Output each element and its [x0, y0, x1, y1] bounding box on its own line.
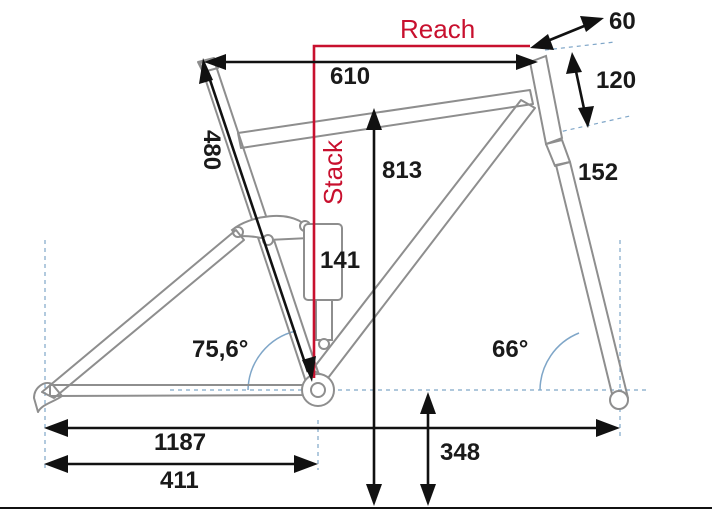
shock-mount: [318, 338, 330, 350]
stack-label: Stack: [318, 139, 348, 205]
dimension-lines: [44, 16, 620, 506]
seat-post-clamp: [197, 57, 219, 73]
headtube-bottom-guide: [554, 115, 631, 134]
wheelbase-value: 1187: [154, 429, 206, 456]
bb-height-dim-arrow-bottom: [420, 484, 436, 506]
chainstay-value: 411: [160, 467, 199, 494]
stem-dim-arrow-right: [580, 16, 604, 32]
seat-tube-value: 480: [198, 130, 225, 170]
front-dropout: [609, 390, 629, 410]
head-angle-arc: [539, 332, 580, 391]
chainstay-dim-arrow-right: [294, 455, 318, 473]
top-tube-value: 610: [330, 63, 370, 90]
bb-height-dim-arrow-top: [420, 392, 436, 414]
guide-lines: [44, 41, 650, 470]
wheelbase-dim-arrow-left: [44, 419, 68, 437]
head-angle-value: 66°: [492, 336, 528, 363]
rear-dropout: [33, 382, 63, 413]
spacer-dim-arrow-top: [566, 52, 582, 74]
wheelbase-dim-arrow-right: [596, 419, 620, 437]
fork-leg: [555, 161, 629, 403]
stack-dim-arrow-bottom: [366, 484, 382, 506]
stack-value: 813: [382, 157, 422, 184]
shock-shaft: [315, 299, 333, 341]
bike-frame: [33, 54, 629, 413]
seat-tube-dim-line: [204, 67, 310, 373]
seat-angle-arc: [247, 330, 297, 391]
reach-label: Reach: [400, 14, 475, 44]
seat-tube-dim-arrow-top: [199, 58, 213, 84]
seat-stay: [41, 229, 245, 399]
fork-value: 152: [578, 159, 618, 186]
seat-tube-dim-arrow-bottom: [302, 356, 316, 382]
spacer-dim-arrow-bottom: [578, 106, 594, 128]
top-tube-dim-arrow-right: [516, 54, 538, 70]
bottom-bracket-inner: [310, 382, 326, 398]
shock-value: 141: [320, 247, 360, 274]
chainstay-dim-arrow-left: [44, 455, 68, 473]
seat-angle-value: 75,6°: [192, 336, 248, 363]
head-tube: [528, 54, 564, 146]
top-tube: [237, 89, 534, 149]
reach-stack-lines: [312, 44, 530, 378]
headtube-value: 120: [596, 67, 636, 94]
reach-stack-outline: [312, 44, 530, 378]
stem-dim-arrow-left: [530, 34, 554, 50]
bb-height-value: 348: [440, 439, 480, 466]
top-tube-dim-arrow-left: [204, 54, 226, 70]
stack-dim-arrow-top: [366, 108, 382, 130]
stem-top-guide: [544, 41, 616, 51]
stem-value: 60: [609, 8, 636, 35]
labels: Reach Stack 60 120 152 610 480 813 141 7…: [154, 8, 636, 494]
